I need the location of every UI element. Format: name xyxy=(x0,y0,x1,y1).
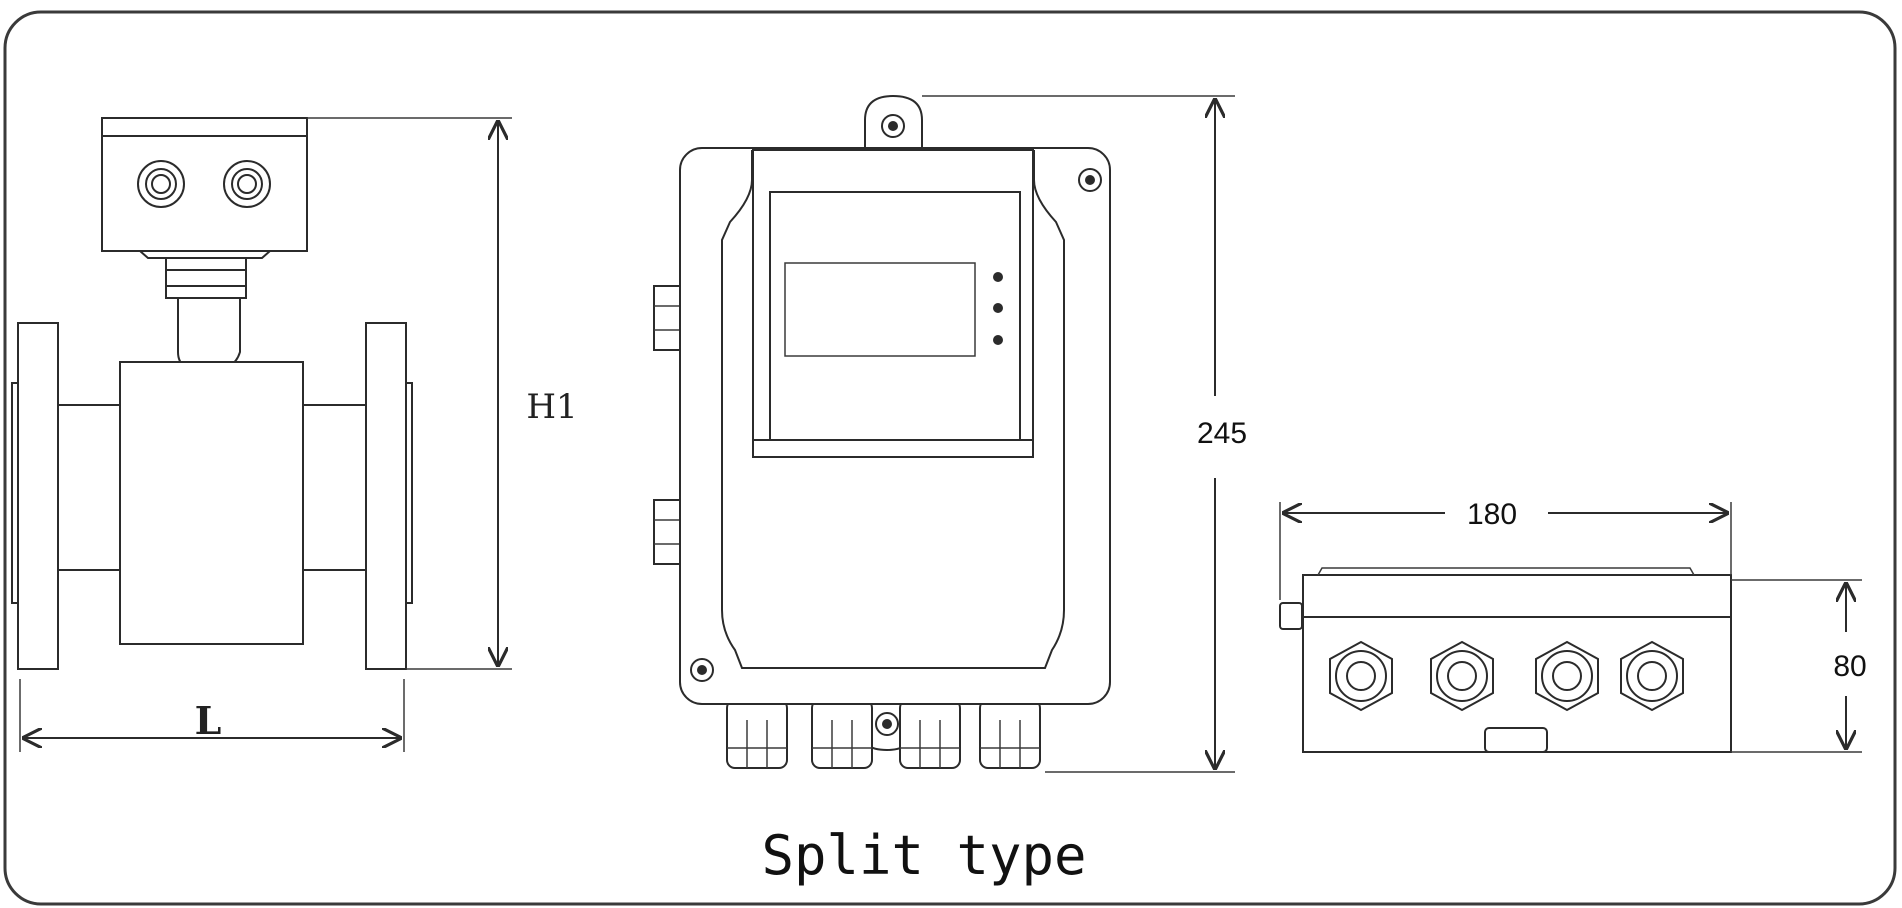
hex-gland-icon xyxy=(1430,640,1494,712)
flow-sensor-drawing: H1 L xyxy=(11,117,578,752)
gland-icon xyxy=(899,699,961,769)
converter-depth-label: 80 xyxy=(1833,650,1866,683)
converter-lid-side xyxy=(1302,574,1732,618)
diagram-caption: Split type xyxy=(761,824,1086,887)
screw-icon xyxy=(881,114,905,138)
converter-depth-dimension xyxy=(1731,579,1862,753)
length-label: L xyxy=(195,698,222,743)
indicator-led-icon xyxy=(993,303,1003,313)
lcd-screen xyxy=(784,262,976,357)
right-flange xyxy=(365,322,407,670)
hex-gland-icon xyxy=(1620,640,1684,712)
converter-bottom-drawing: 180 80 xyxy=(1279,498,1867,753)
indicator-led-icon xyxy=(993,335,1003,345)
gland-icon xyxy=(726,699,788,769)
screw-icon xyxy=(875,712,899,736)
hex-gland-icon xyxy=(1329,640,1393,712)
converter-width-label: 180 xyxy=(1467,498,1517,531)
hex-gland-icon xyxy=(1535,640,1599,712)
left-flange xyxy=(17,322,59,670)
gland-icon xyxy=(223,160,271,208)
length-dimension xyxy=(19,679,405,752)
sensor-terminal-box xyxy=(101,117,308,252)
drawing-frame xyxy=(3,10,1897,906)
gland-icon xyxy=(137,160,185,208)
converter-height-label: 245 xyxy=(1197,417,1247,450)
side-gland-icon xyxy=(653,285,681,351)
indicator-led-icon xyxy=(993,272,1003,282)
sensor-body xyxy=(119,361,304,645)
converter-width-dimension xyxy=(1279,502,1732,600)
screw-icon xyxy=(1078,168,1102,192)
converter-height-dimension xyxy=(922,95,1235,773)
gland-icon xyxy=(979,699,1041,769)
height-dimension xyxy=(307,117,512,670)
screw-icon xyxy=(690,658,714,682)
height-label: H1 xyxy=(526,387,577,427)
display-window xyxy=(752,149,1034,458)
gland-icon xyxy=(811,699,873,769)
side-gland-icon xyxy=(653,499,681,565)
converter-front-drawing: 245 xyxy=(653,94,1247,773)
